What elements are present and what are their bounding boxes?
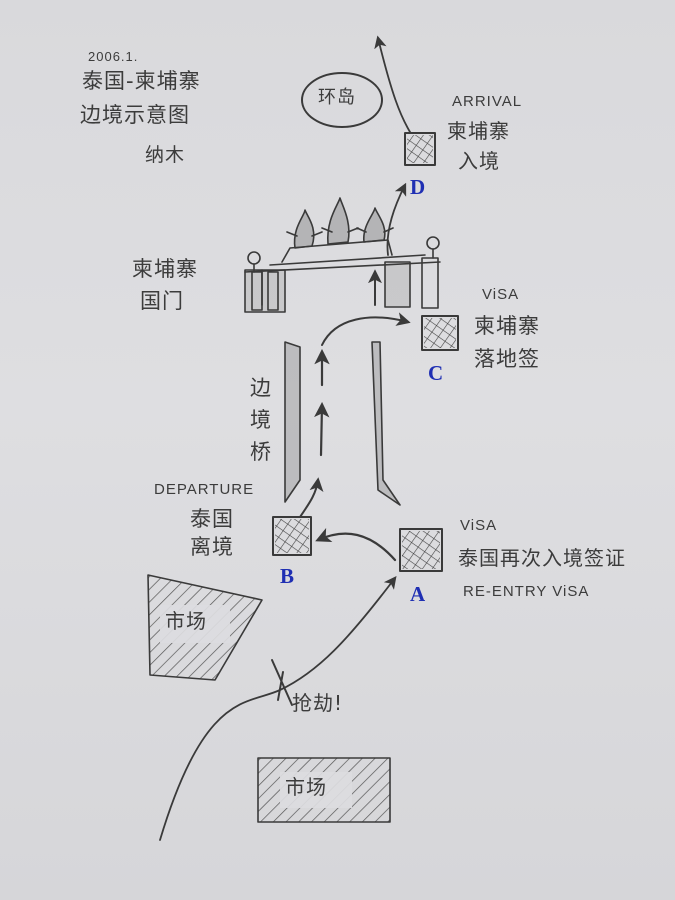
checkpoint-d-letter: D [410, 175, 426, 199]
checkpoint-d-box [404, 132, 436, 166]
route-gate-to-d [386, 182, 407, 256]
sketch-title-line2: 边境示意图 [80, 103, 190, 127]
upper-market-label: 市场 [165, 609, 207, 633]
checkpoint-c-label-cn-1: 柬埔寨 [474, 314, 540, 338]
checkpoint-c-label-cn-2: 落地签 [474, 347, 540, 371]
route-b-up-bridge [299, 477, 324, 518]
bridge-right-wall [371, 341, 401, 506]
checkpoint-b-label-en: DEPARTURE [154, 481, 255, 498]
bridge-left-wall [284, 341, 301, 503]
checkpoint-b-box [272, 516, 312, 556]
checkpoint-b-letter: B [280, 564, 295, 588]
checkpoint-c-letter: C [428, 361, 444, 385]
lower-market-label: 市场 [285, 775, 327, 799]
sketch-date: 2006.1. [88, 49, 139, 64]
checkpoint-a-label-cn: 泰国再次入境签证 [458, 546, 626, 570]
route-to-c [321, 312, 411, 346]
checkpoint-c-box [421, 315, 459, 351]
gate-label-line1: 柬埔寨 [132, 257, 198, 281]
sketch-author: 纳木 [145, 144, 186, 166]
route-to-a [159, 575, 397, 841]
roundabout-circle [301, 72, 383, 128]
roundabout-label: 环岛 [318, 87, 356, 108]
checkpoint-d-label-en: ARRIVAL [452, 93, 523, 110]
bridge-label: 边境桥 [250, 376, 272, 464]
checkpoint-a-letter: A [410, 582, 426, 606]
checkpoint-d-label-cn-1: 柬埔寨 [447, 119, 510, 143]
robbery-cross-mark [271, 659, 293, 706]
robbery-warning-label: 抢劫! [292, 691, 344, 715]
checkpoint-c-label-en: ViSA [482, 286, 520, 303]
route-a-to-b [315, 527, 397, 562]
checkpoint-a-label-en: ViSA [460, 517, 498, 534]
checkpoint-b-label-cn-1: 泰国 [190, 507, 234, 531]
checkpoint-a-label-en2: RE-ENTRY ViSA [463, 583, 590, 600]
checkpoint-b-label-cn-2: 离境 [190, 535, 234, 559]
gate-label-line2: 国门 [140, 289, 184, 313]
route-d-to-roundabout [374, 35, 411, 133]
checkpoint-a-box [399, 528, 443, 572]
sketch-title-line1: 泰国-柬埔寨 [82, 69, 201, 93]
checkpoint-d-label-cn-2: 入境 [458, 149, 500, 173]
cambodia-gate-drawing [244, 197, 441, 313]
